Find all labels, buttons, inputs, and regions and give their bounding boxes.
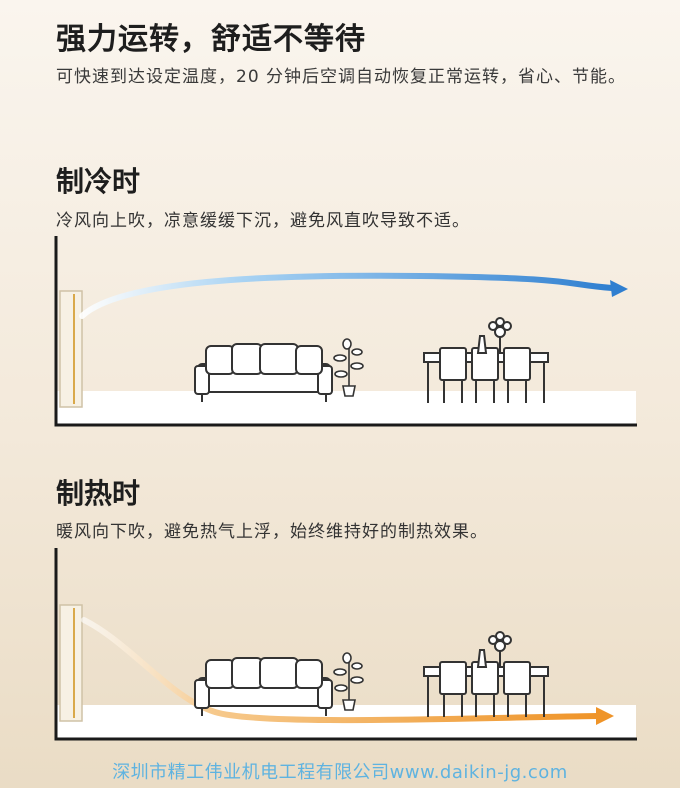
- heating-illustration: [0, 548, 680, 748]
- cooling-description: 冷风向上吹，凉意缓缓下沉，避免风直吹导致不适。: [56, 211, 470, 231]
- warm-airflow-arrow: [81, 617, 601, 724]
- page-title: 强力运转，舒适不等待: [56, 22, 366, 57]
- intro-text: 可快速到达设定温度，20 分钟后空调自动恢复正常运转，省心、节能。: [56, 67, 627, 87]
- sofa-icon: [194, 657, 333, 716]
- cooling-illustration: [0, 236, 680, 431]
- cool-airflow-arrow: [79, 272, 615, 319]
- heating-description: 暖风向下吹，避免热气上浮，始终维持好的制热效果。: [56, 522, 488, 542]
- watermark-text: 深圳市精工伟业机电工程有限公司www.daikin-jg.com: [112, 762, 568, 783]
- ac-unit-icon: [59, 290, 83, 408]
- dining-set-icon: [423, 631, 549, 717]
- cooling-title: 制冷时: [56, 165, 141, 198]
- cool-arrowhead-icon: [610, 280, 628, 297]
- ac-unit-icon: [59, 604, 83, 722]
- sofa-icon: [194, 343, 333, 402]
- heating-title: 制热时: [56, 477, 141, 510]
- potted-plant-icon: [333, 652, 364, 711]
- warm-arrowhead-icon: [596, 707, 614, 725]
- potted-plant-icon: [333, 338, 364, 397]
- dining-set-icon: [423, 317, 549, 403]
